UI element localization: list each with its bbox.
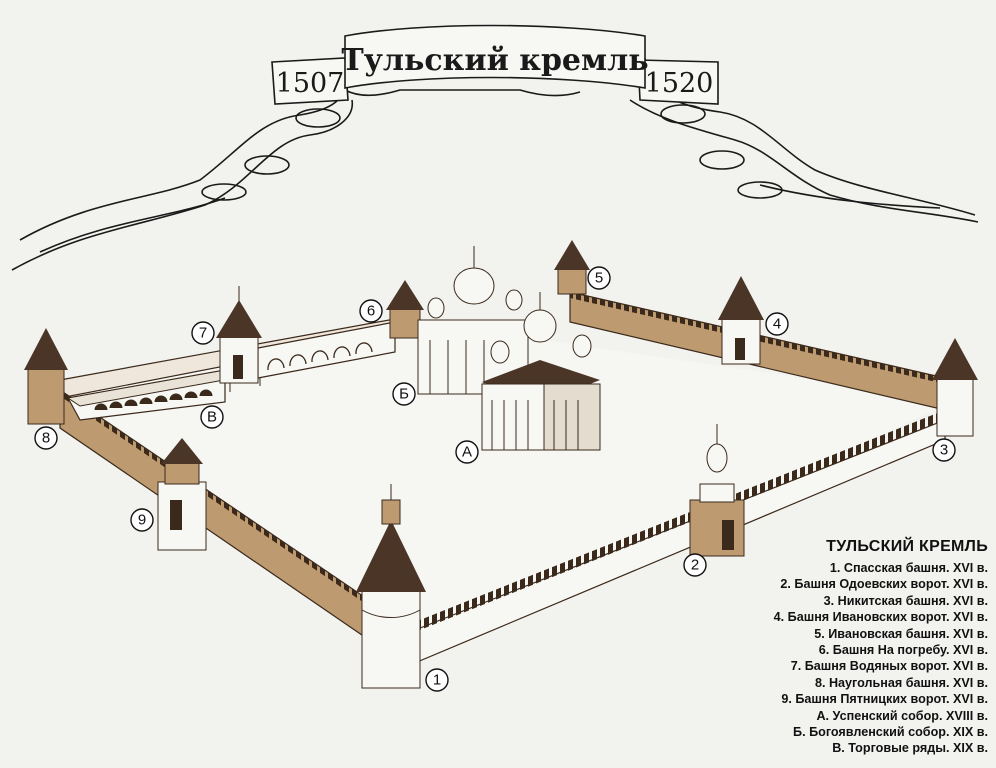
legend-item: 3. Никитская башня. XVI в. [823,593,988,608]
legend-item: 6. Башня На погребу. XVI в. [818,643,988,658]
tower-1-icon [356,484,426,689]
tower-2-icon [689,424,745,557]
svg-text:5: 5 [595,270,603,287]
svg-text:В: В [207,409,217,426]
svg-text:9: 9 [138,512,146,529]
marker-v: В [200,405,224,429]
epiphany-cathedral [417,246,529,395]
marker-3: 3 [932,438,956,462]
svg-text:8: 8 [42,430,50,447]
legend-item: А. Успенский собор. XVIII в. [816,708,988,723]
tower-5-icon [554,240,590,295]
svg-text:А: А [462,444,472,461]
legend-item: 4. Башня Ивановских ворот. XVI в. [773,610,988,625]
svg-text:7: 7 [199,325,207,342]
marker-1: 1 [425,668,449,692]
legend-item: 9. Башня Пятницких ворот. XVI в. [781,692,988,707]
marker-a: А [455,440,479,464]
kremlin-ground [60,320,955,660]
tower-8-icon [24,328,68,425]
banner-year-start: 1507 [276,68,345,99]
marker-b: Б [392,382,416,406]
marker-8: 8 [34,426,58,450]
legend-item: 8. Наугольная башня. XVI в. [814,675,988,690]
tower-4-icon [718,276,764,365]
legend-item: Б. Богоявленский собор. XIX в. [793,725,988,740]
legend-item: 5. Ивановская башня. XVI в. [814,626,988,641]
banner-year-end: 1520 [645,68,714,99]
marker-9: 9 [130,508,154,532]
legend: ТУЛЬСКИЙ КРЕМЛЬ 1. Спасская башня. XVI в… [728,538,988,757]
tower-9-icon [157,438,207,551]
title-banner [11,24,979,271]
legend-item: В. Торговые ряды. XIX в. [832,741,988,756]
legend-item: 1. Спасская башня. XVI в. [829,561,988,575]
svg-text:4: 4 [773,316,781,333]
marker-6: 6 [359,299,383,323]
svg-text:3: 3 [940,442,948,459]
tower-3-icon [932,338,978,437]
legend-list: 1. Спасская башня. XVI в. 2. Башня Одоев… [728,560,988,757]
svg-text:6: 6 [367,303,375,320]
svg-text:2: 2 [691,557,699,574]
marker-2: 2 [683,553,707,577]
marker-4: 4 [765,312,789,336]
tower-6-icon [386,280,424,339]
legend-title: ТУЛЬСКИЙ КРЕМЛЬ [826,538,988,555]
marker-5: 5 [587,266,611,290]
banner-title: Тульский кремль [341,43,648,78]
assumption-cathedral [481,292,601,451]
svg-text:Б: Б [399,386,409,403]
marker-7: 7 [191,321,215,345]
tower-7-icon [216,286,262,384]
legend-item: 2. Башня Одоевских ворот. XVI в. [780,577,988,592]
svg-text:1: 1 [433,672,441,689]
legend-item: 7. Башня Водяных ворот. XVI в. [790,659,988,674]
